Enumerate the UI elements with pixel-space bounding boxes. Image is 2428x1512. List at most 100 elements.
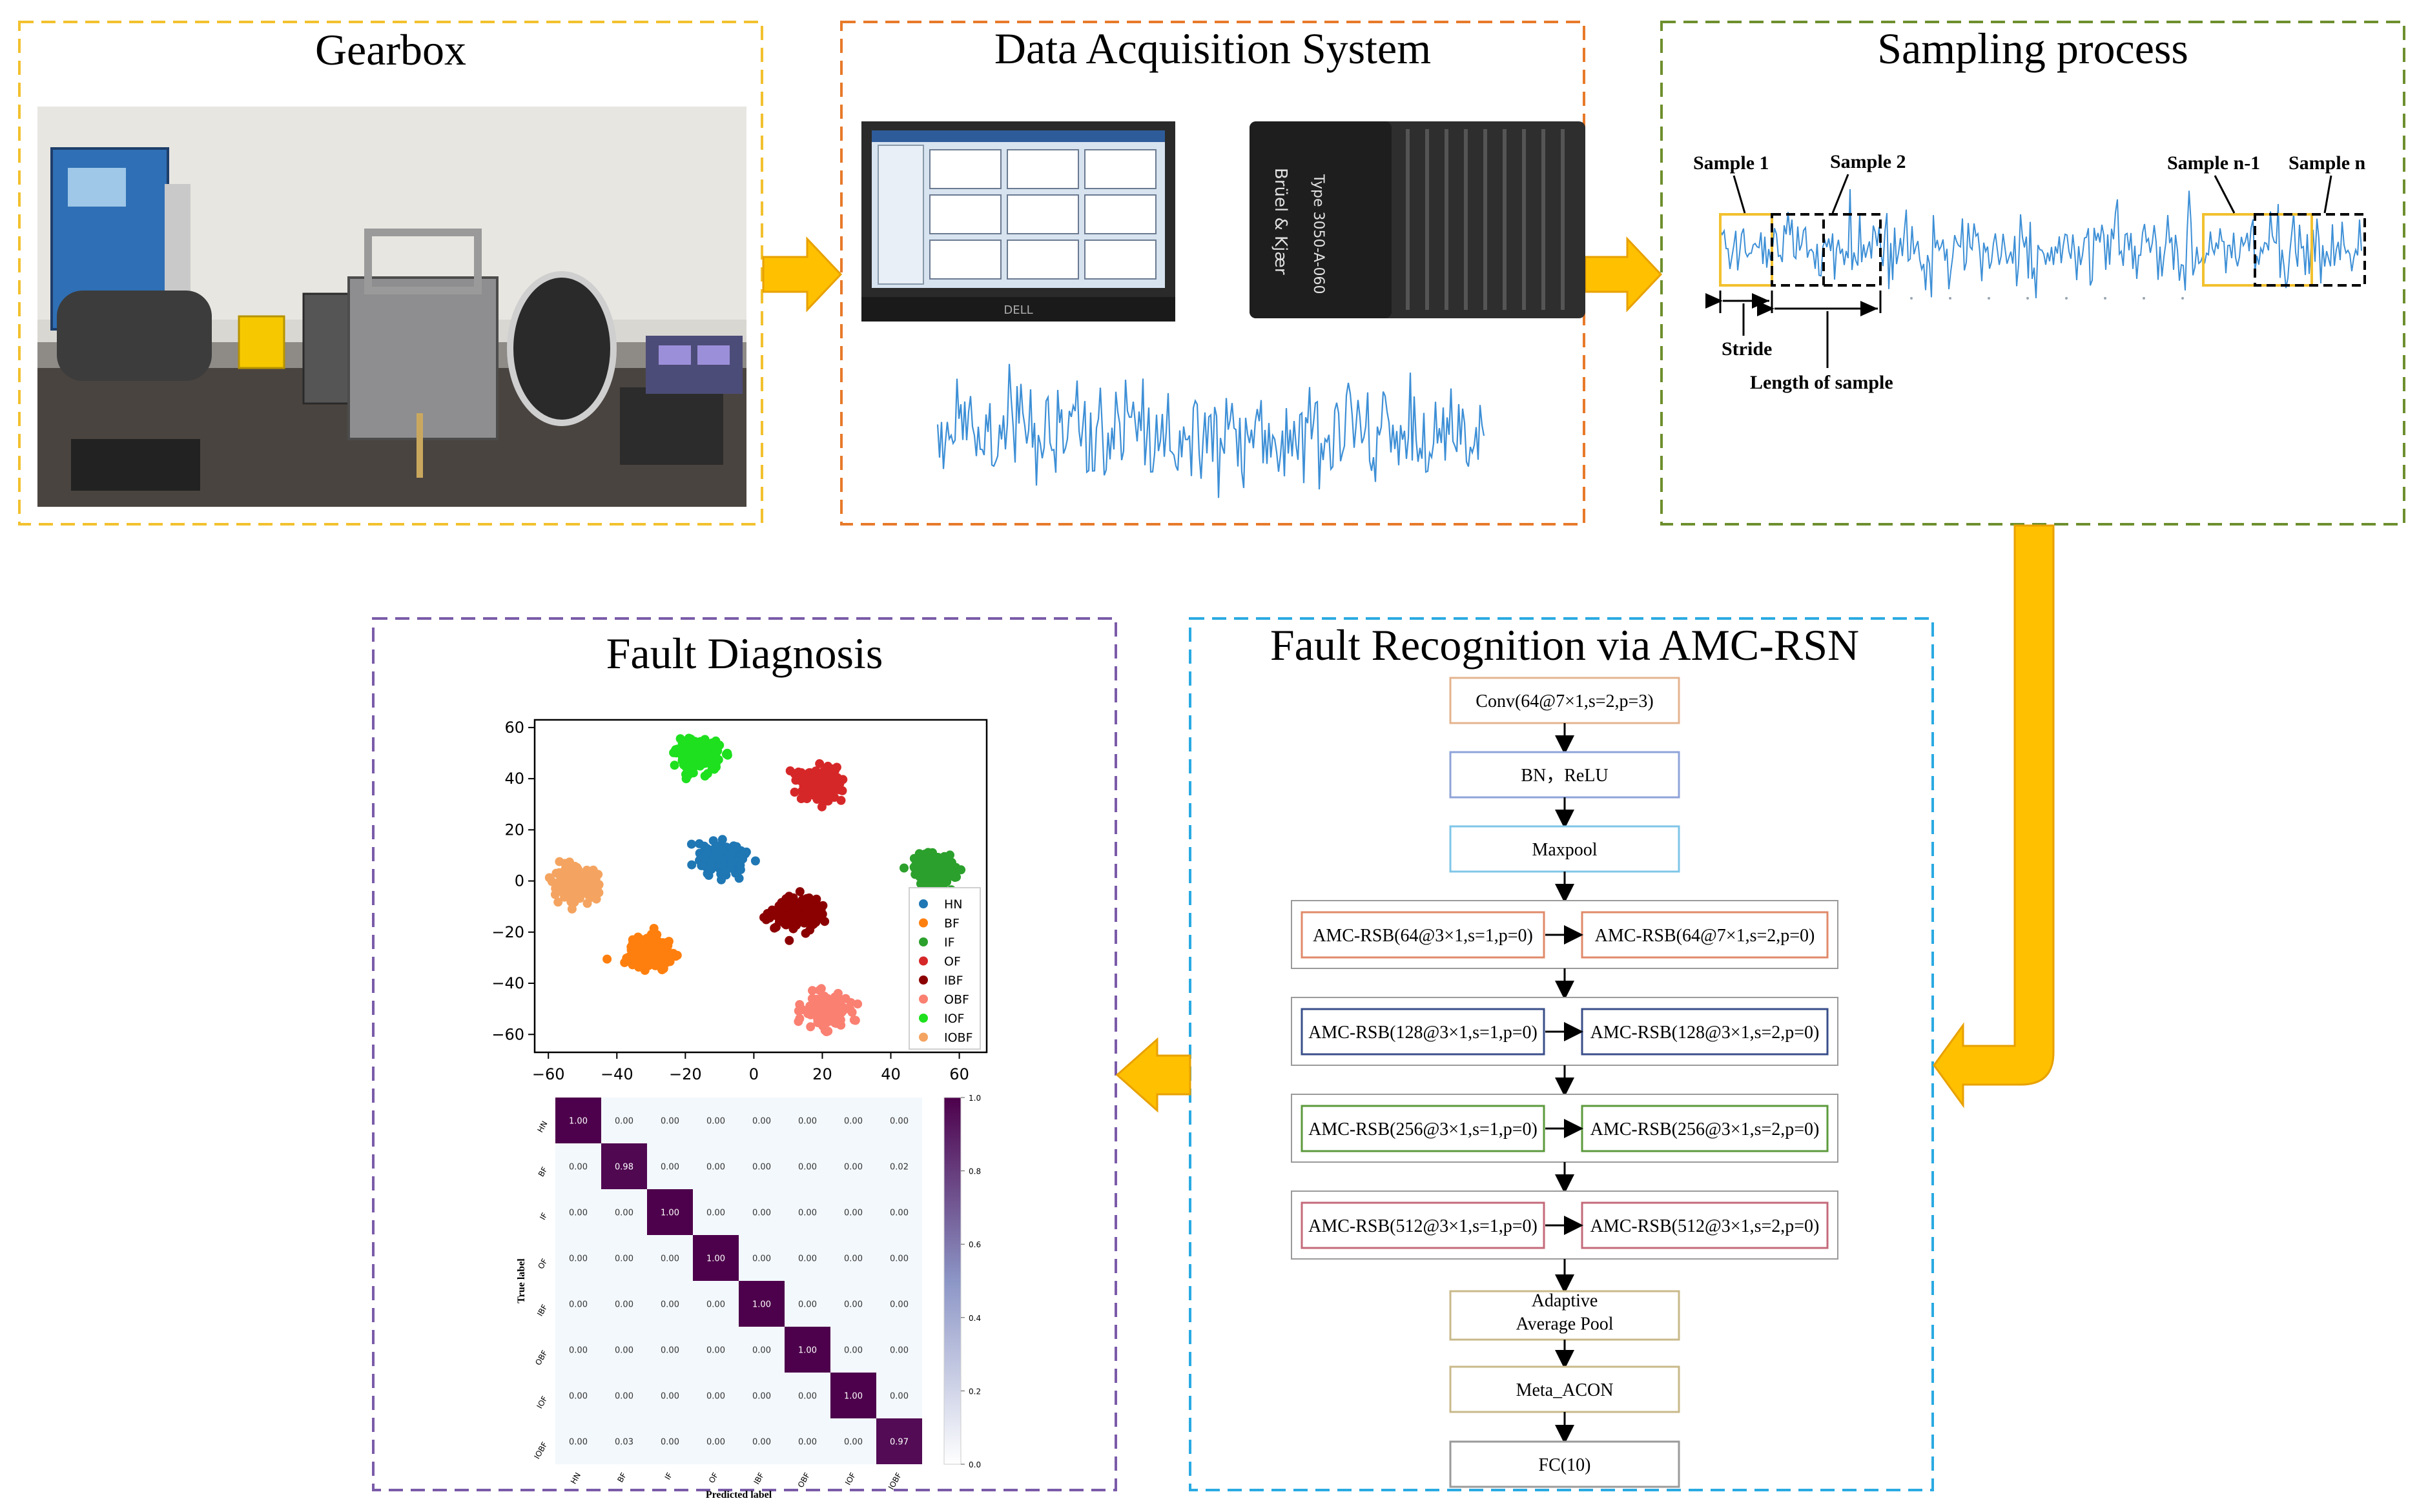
cm-col-label: OF bbox=[707, 1471, 720, 1484]
legend-label-if: IF bbox=[944, 935, 955, 950]
scatter-y-tick: −60 bbox=[491, 1025, 524, 1043]
cm-cell bbox=[555, 1373, 601, 1418]
cm-cell-value: 0.00 bbox=[706, 1209, 725, 1218]
cm-col-label: OBF bbox=[796, 1471, 812, 1489]
adaptive-pool-label-1: Adaptive bbox=[1532, 1291, 1598, 1311]
cm-cell-value: 0.98 bbox=[615, 1163, 633, 1172]
rsb-4-left-box bbox=[1301, 1201, 1545, 1249]
cm-cell-value: 0.00 bbox=[798, 1117, 817, 1127]
cm-cell-value: 0.00 bbox=[798, 1254, 817, 1264]
scatter-y-tick: 60 bbox=[504, 719, 524, 737]
block-3-label: Maxpool bbox=[1532, 840, 1597, 860]
cm-cell-value: 0.00 bbox=[890, 1392, 909, 1402]
cm-cell bbox=[601, 1098, 647, 1143]
sample-1-window bbox=[1719, 213, 1773, 287]
scatter-cluster-if bbox=[900, 848, 966, 898]
rsb-3-right-label: AMC-RSB(256@3×1,s=2,p=0) bbox=[1590, 1119, 1820, 1139]
rsb-2-left-label: AMC-RSB(128@3×1,s=1,p=0) bbox=[1308, 1023, 1538, 1043]
cm-cell bbox=[876, 1235, 922, 1281]
cm-cell bbox=[555, 1418, 601, 1464]
cm-cell bbox=[647, 1189, 693, 1235]
block-2-label: BN，ReLU bbox=[1521, 766, 1608, 786]
cm-col-label: BF bbox=[615, 1471, 628, 1484]
cm-cell bbox=[739, 1373, 785, 1418]
cm-cell-value: 0.00 bbox=[844, 1163, 863, 1172]
cm-cell-value: 0.00 bbox=[569, 1438, 588, 1447]
cm-xlabel: Predicted label bbox=[706, 1489, 772, 1500]
meta-acon-label: Meta_ACON bbox=[1516, 1380, 1614, 1400]
cm-cell-value: 0.00 bbox=[890, 1209, 909, 1218]
cm-cell-value: 1.00 bbox=[661, 1209, 679, 1218]
legend-marker-iobf bbox=[919, 1032, 928, 1042]
sample-2-label: Sample 2 bbox=[1830, 151, 1906, 172]
scatter-x-tick: −60 bbox=[532, 1065, 565, 1083]
sampling-title: Sampling process bbox=[1877, 24, 2188, 73]
rsb-1-right-box bbox=[1581, 911, 1829, 959]
block-1-box bbox=[1449, 677, 1680, 724]
cm-cell bbox=[830, 1143, 876, 1189]
cm-cell-value: 0.00 bbox=[752, 1254, 771, 1264]
cm-colorbar-tick: 0.0 bbox=[969, 1460, 981, 1469]
cm-cell bbox=[785, 1235, 830, 1281]
arrow-recognition-to-diagnosis bbox=[1115, 1037, 1191, 1113]
cm-cell-value: 0.00 bbox=[706, 1346, 725, 1356]
cm-cell bbox=[739, 1281, 785, 1327]
cm-row-label: OF bbox=[536, 1257, 549, 1271]
cm-cell bbox=[876, 1373, 922, 1418]
rsb-1-left-box bbox=[1301, 911, 1545, 959]
arrow-daq-to-sampling bbox=[1584, 236, 1663, 312]
rsb-3-left-label: AMC-RSB(256@3×1,s=1,p=0) bbox=[1308, 1119, 1538, 1139]
legend-marker-ibf bbox=[919, 976, 928, 985]
scatter-x-tick: 40 bbox=[881, 1065, 901, 1083]
scatter-cluster-ibf bbox=[759, 887, 830, 945]
scatter-x-tick: 20 bbox=[812, 1065, 832, 1083]
cm-colorbar-tick: 1.0 bbox=[969, 1094, 981, 1103]
block-1-label: Conv(64@7×1,s=2,p=3) bbox=[1476, 691, 1653, 711]
laptop-icon: DELL bbox=[861, 121, 1175, 322]
cm-cell bbox=[693, 1235, 739, 1281]
scatter-cluster-bf bbox=[602, 924, 682, 975]
cm-cell-value: 0.00 bbox=[844, 1117, 863, 1127]
cm-cell-value: 0.00 bbox=[844, 1209, 863, 1218]
cm-col-label: IBF bbox=[752, 1471, 766, 1486]
cm-cell-value: 0.00 bbox=[569, 1392, 588, 1402]
cm-cell bbox=[647, 1235, 693, 1281]
sample-n1-label: Sample n-1 bbox=[2167, 152, 2260, 174]
cm-cell-value: 1.00 bbox=[706, 1254, 725, 1264]
cm-cell-value: 0.00 bbox=[798, 1392, 817, 1402]
cm-cell-value: 0.00 bbox=[615, 1117, 633, 1127]
cm-cell bbox=[830, 1373, 876, 1418]
cm-cell-value: 0.00 bbox=[615, 1346, 633, 1356]
scatter-y-tick: −20 bbox=[491, 923, 524, 941]
block-3-box bbox=[1449, 825, 1680, 873]
sampling-signal bbox=[1720, 189, 2362, 298]
diagnosis-title: Fault Diagnosis bbox=[606, 629, 883, 678]
brake-disc-icon bbox=[507, 271, 617, 426]
legend-marker-iof bbox=[919, 1014, 928, 1023]
cm-cell bbox=[830, 1235, 876, 1281]
cm-row-label: IOBF bbox=[532, 1440, 549, 1460]
cm-cell-value: 0.00 bbox=[661, 1300, 679, 1310]
cm-cell-value: 0.00 bbox=[890, 1117, 909, 1127]
rsb-2-left-box bbox=[1301, 1008, 1545, 1056]
fc-box bbox=[1449, 1440, 1680, 1488]
cm-cell-value: 0.00 bbox=[752, 1117, 771, 1127]
cm-colorbar-tick: 0.2 bbox=[969, 1387, 981, 1396]
cm-cell bbox=[785, 1327, 830, 1373]
cm-colorbar-tick: 0.8 bbox=[969, 1167, 981, 1176]
cm-cell bbox=[693, 1373, 739, 1418]
gearbox-title: Gearbox bbox=[315, 25, 466, 74]
cm-cell bbox=[785, 1418, 830, 1464]
cm-cell bbox=[601, 1281, 647, 1327]
legend-marker-bf bbox=[919, 918, 928, 928]
cm-row-label: IF bbox=[538, 1211, 549, 1221]
gearbox-panel bbox=[18, 21, 763, 526]
legend-label-hn: HN bbox=[944, 897, 963, 912]
legend-label-of: OF bbox=[944, 955, 961, 969]
cm-colorbar-tick: 0.6 bbox=[969, 1240, 981, 1249]
cm-row-label: BF bbox=[537, 1165, 550, 1178]
legend-marker-hn bbox=[919, 899, 928, 908]
cm-cell bbox=[693, 1098, 739, 1143]
cm-cell-value: 0.00 bbox=[661, 1392, 679, 1402]
